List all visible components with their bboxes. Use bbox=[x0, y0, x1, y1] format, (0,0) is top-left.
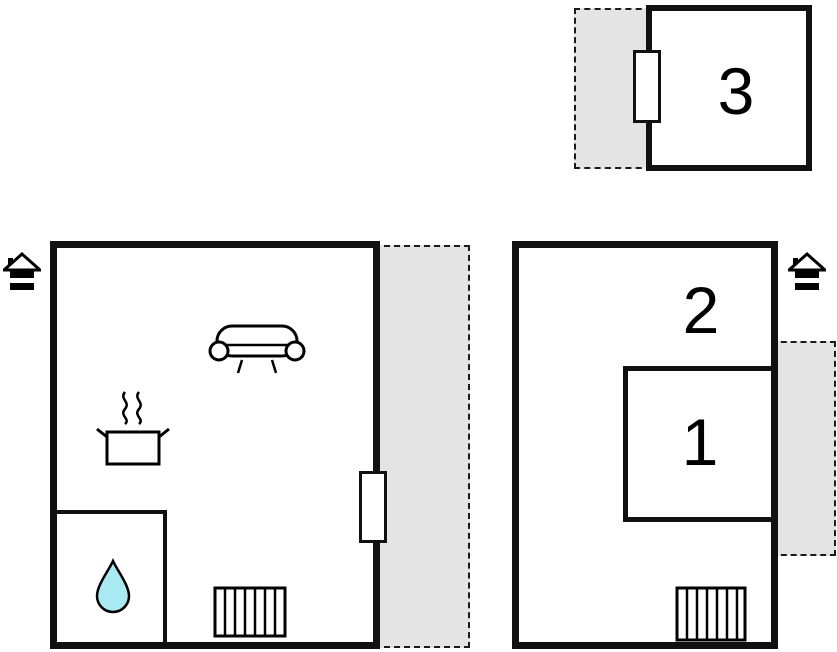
radiator-icon bbox=[213, 586, 287, 638]
door-window-icon bbox=[359, 471, 387, 543]
sofa-icon bbox=[205, 320, 310, 378]
left-room-walls bbox=[50, 241, 380, 649]
room-2-label: 2 bbox=[682, 273, 720, 347]
house-entrance-icon bbox=[3, 252, 41, 294]
terrace-left-room bbox=[374, 245, 470, 648]
room-2-walls bbox=[512, 241, 778, 649]
room-1-label: 1 bbox=[681, 405, 719, 479]
door-window-icon bbox=[633, 50, 661, 123]
radiator-icon bbox=[675, 586, 747, 642]
steaming-pot-icon bbox=[95, 388, 170, 468]
terrace-right-room bbox=[771, 341, 836, 556]
room-3-label: 3 bbox=[717, 54, 755, 128]
water-drop-icon bbox=[92, 558, 134, 614]
bathroom-partition bbox=[57, 510, 167, 642]
house-entrance-icon bbox=[788, 252, 826, 294]
room-1-walls bbox=[623, 366, 771, 522]
